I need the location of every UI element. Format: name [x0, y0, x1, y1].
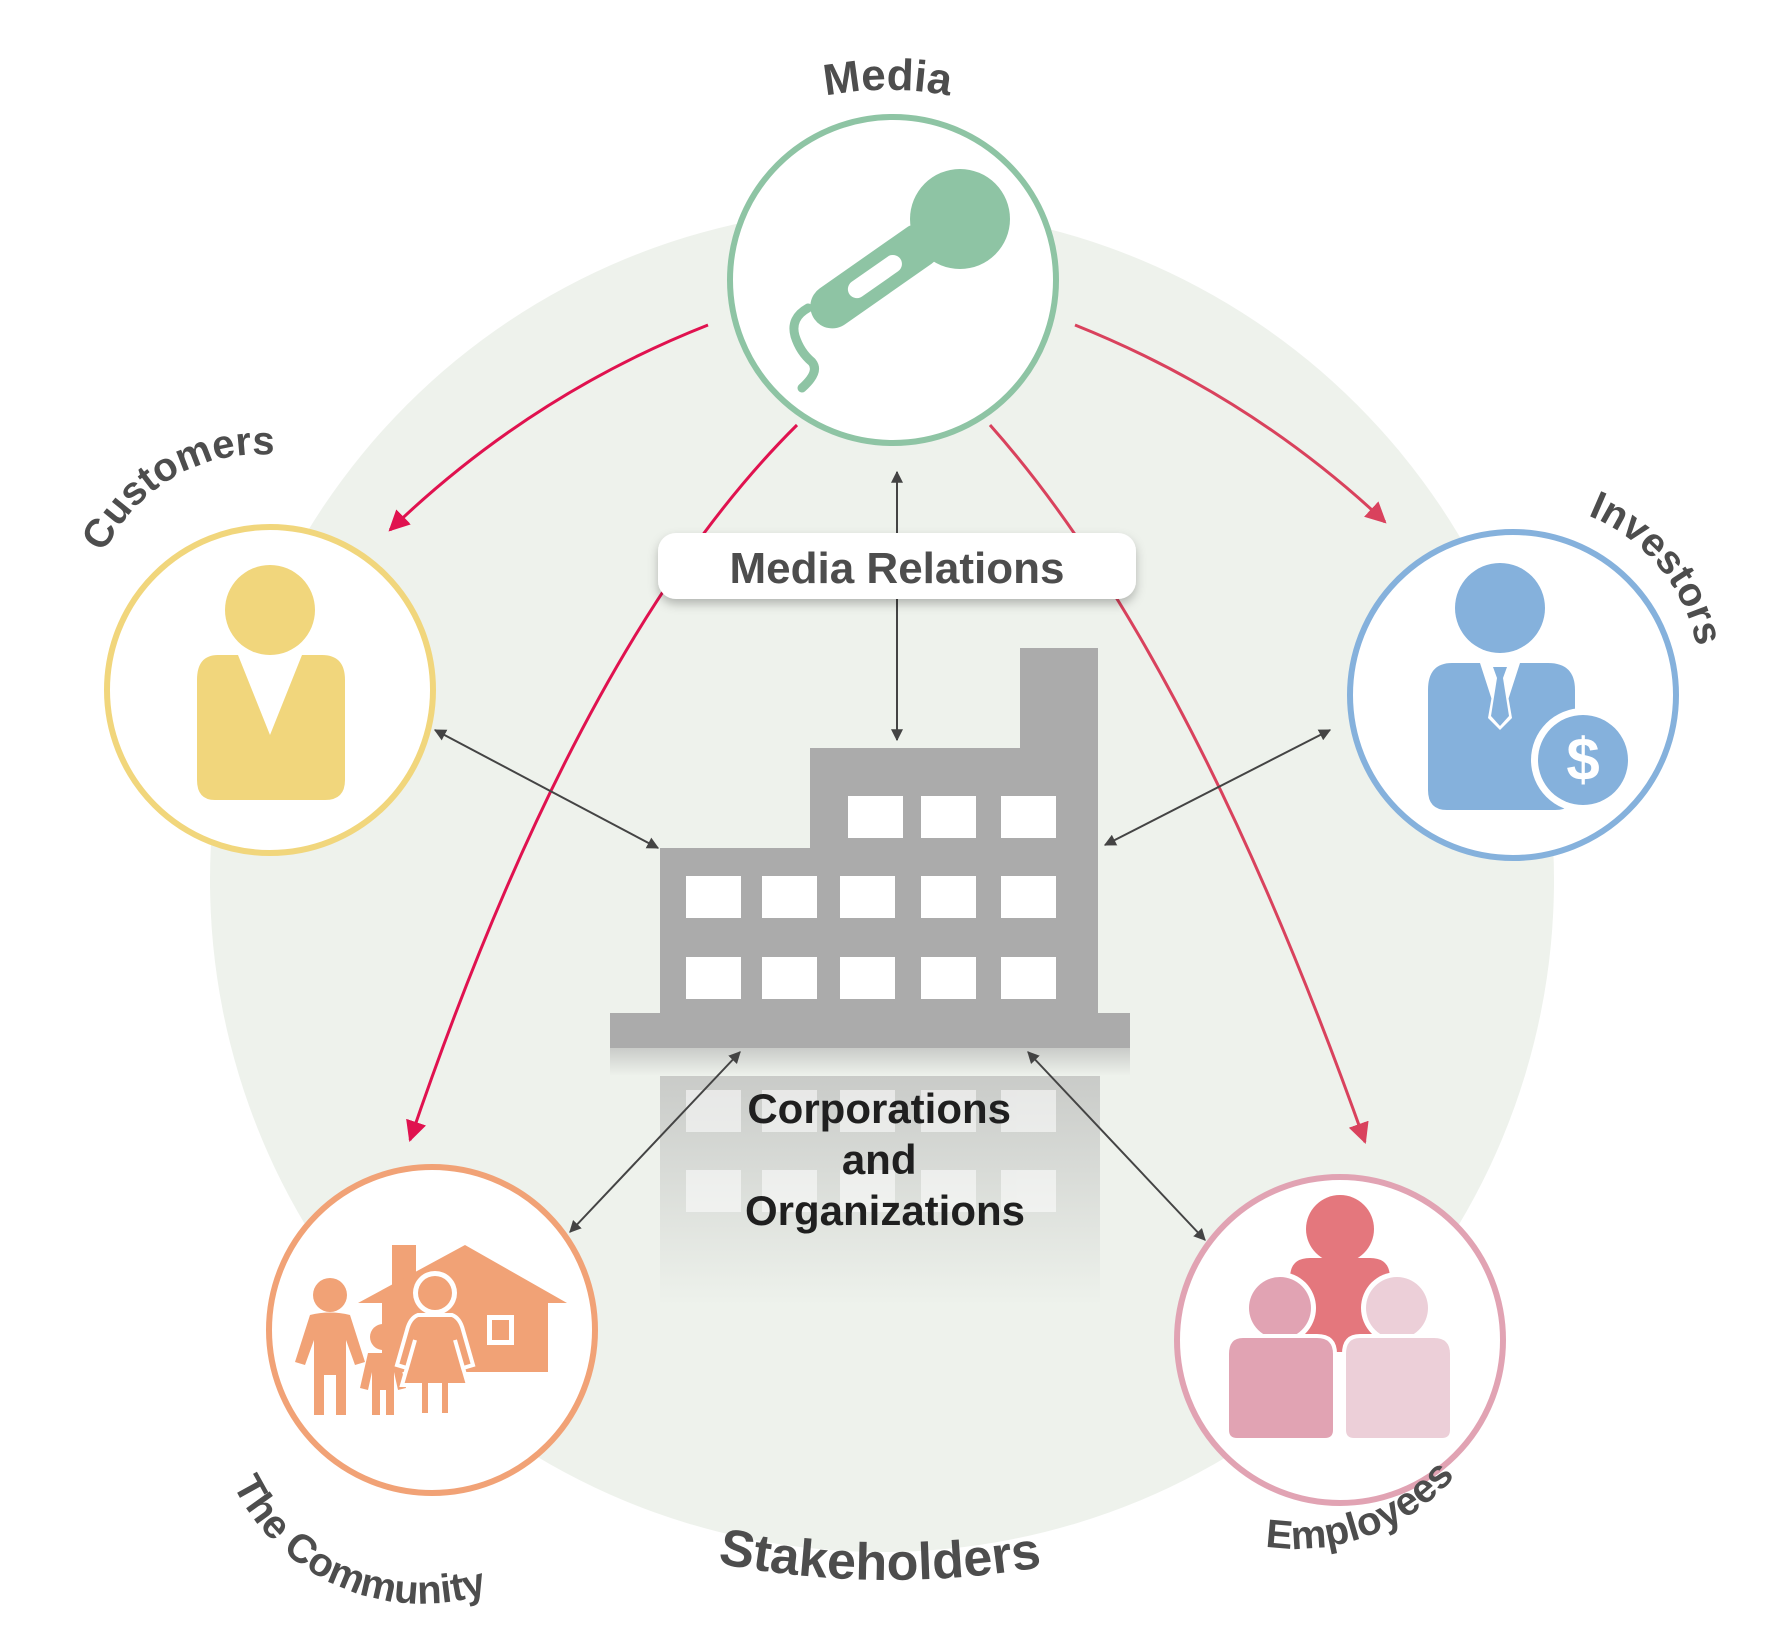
- microphone-icon: [789, 169, 1010, 393]
- svg-text:$: $: [1566, 726, 1599, 793]
- family-house-icon: [295, 1245, 567, 1417]
- investor-person-icon: [1428, 563, 1575, 810]
- dollar-coin-icon: $: [1531, 708, 1635, 812]
- center-label: Corporations and Organizations: [745, 1085, 1025, 1234]
- arrow-investors-building: [1103, 729, 1332, 846]
- relation-arrows: [433, 470, 1332, 1241]
- arrow-customers-building: [433, 729, 660, 849]
- arrow-media-to-employees: [988, 424, 1369, 1144]
- arrow-media-to-customers: [388, 323, 709, 532]
- customer-person-icon: [197, 565, 345, 800]
- arrow-community-building: [569, 1051, 741, 1233]
- arrow-media-to-investors: [1074, 323, 1387, 524]
- node-community: The Community: [225, 1164, 598, 1613]
- arrow-media-to-community: [406, 423, 799, 1142]
- building-windows: [686, 796, 1056, 999]
- center-label-line-3: Organizations: [745, 1187, 1025, 1234]
- node-media: Media: [727, 51, 1059, 446]
- media-relations-badge: Media Relations: [658, 533, 1136, 599]
- building-icon: [610, 648, 1130, 1048]
- center-label-line-2: and: [842, 1136, 917, 1183]
- arrow-employees-building: [1027, 1051, 1206, 1241]
- media-label: Media: [820, 51, 956, 106]
- employees-group-icon: [1225, 1195, 1454, 1442]
- node-employees: Employees: [1174, 1174, 1506, 1558]
- media-relations-label: Media Relations: [730, 544, 1065, 593]
- media-influence-arrows: [388, 323, 1387, 1144]
- center-label-line-1: Corporations: [747, 1085, 1011, 1132]
